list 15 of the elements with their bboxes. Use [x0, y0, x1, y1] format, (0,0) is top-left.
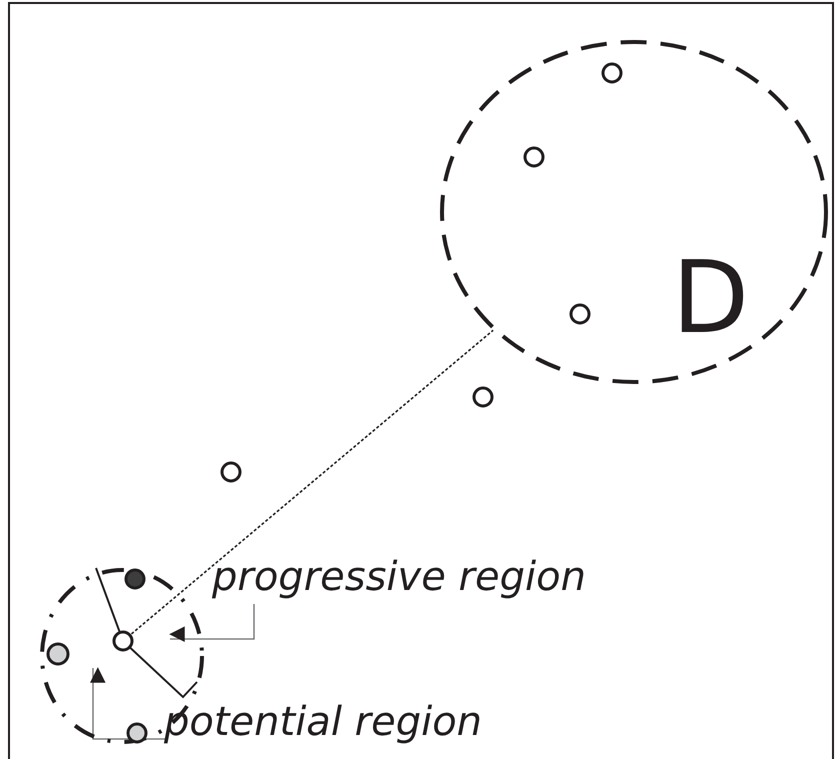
circle-marker	[112, 630, 134, 652]
circle-marker	[601, 62, 623, 84]
circle-marker	[472, 386, 494, 408]
circle-marker	[124, 568, 146, 590]
circle-marker	[46, 642, 70, 666]
dotted-line	[130, 330, 494, 635]
dashed-circle	[440, 40, 828, 384]
leader-arrow	[169, 604, 255, 642]
circle-marker	[126, 722, 148, 744]
region-label: potential region	[164, 700, 482, 744]
circle-marker	[220, 461, 242, 483]
region-letter: D	[672, 248, 750, 348]
circle-marker	[523, 146, 545, 168]
region-label: progressive region	[212, 555, 586, 599]
circle-marker	[569, 303, 591, 325]
